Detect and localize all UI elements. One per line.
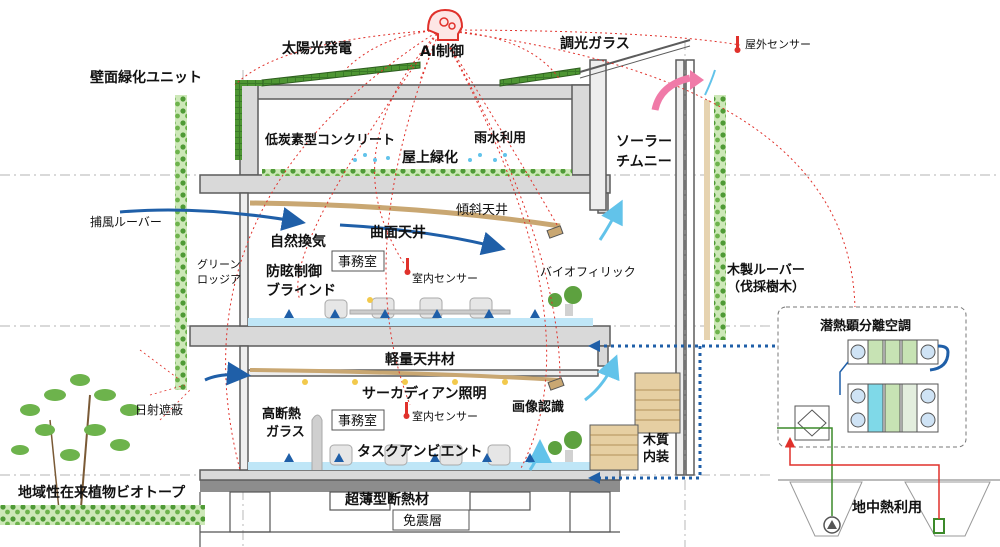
label-sun-shading: 日射遮蔽 <box>135 402 183 417</box>
updraft-arrows <box>527 199 623 471</box>
seismic-isolation-box <box>392 509 470 531</box>
label-solar-chimney-1: ソーラー <box>616 134 672 150</box>
label-outdoor-sensor: 屋外センサー <box>745 38 811 51</box>
office-upper-box <box>331 250 385 272</box>
lower-ceiling <box>249 368 561 382</box>
label-office-lower: 事務室 <box>338 413 377 429</box>
label-sloped-ceiling: 傾斜天井 <box>456 203 508 218</box>
biotope-trees <box>0 374 205 525</box>
labels: 太陽光発電 AI制御 調光ガラス 屋外センサー 壁面緑化ユニット 低炭素型コンク… <box>18 35 922 529</box>
label-indoor-sensor-lower: 室内センサー <box>412 409 478 423</box>
label-natural-ventilation: 自然換気 <box>270 233 326 250</box>
sun-shading-rays <box>139 349 191 421</box>
sloped-ceiling <box>249 200 561 229</box>
office-furniture-lower <box>311 414 511 470</box>
label-green-loggia-1: グリーン <box>197 257 240 271</box>
label-curved-ceiling: 曲面天井 <box>370 224 426 241</box>
ai-brain-icon <box>426 8 464 41</box>
label-wood-interior-2: 内装 <box>643 449 669 465</box>
thermometer-icon <box>404 258 411 275</box>
label-task-ambient: タスクアンビエント <box>357 444 482 460</box>
label-geothermal: 地中熱利用 <box>852 499 922 516</box>
label-dimming-glass: 調光ガラス <box>560 35 630 52</box>
label-glare-blind-2: ブラインド <box>266 282 336 299</box>
label-wood-interior-1: 木質 <box>642 432 669 448</box>
label-ultra-thin-insulation: 超薄型断熱材 <box>344 491 429 508</box>
solar-panels <box>235 39 691 160</box>
dimming-glass-roof <box>579 39 691 73</box>
label-rainwater: 雨水利用 <box>474 130 526 146</box>
label-light-ceiling: 軽量天井材 <box>385 351 455 368</box>
office-lower-box <box>331 409 385 431</box>
foundation <box>199 480 620 547</box>
label-office-upper: 事務室 <box>338 254 377 270</box>
camera-icon <box>546 225 564 239</box>
label-indoor-sensor-upper: 室内センサー <box>412 271 478 285</box>
thermometer-icon <box>734 36 741 53</box>
label-seismic-isolation: 免震層 <box>403 514 442 529</box>
label-wind-louver: 捕風ルーバー <box>90 214 162 229</box>
ai-control-links <box>225 29 856 471</box>
label-biotope: 地域性在来植物ビオトープ <box>18 484 186 501</box>
office-furniture-upper <box>324 297 511 319</box>
label-glare-blind-1: 防眩制御 <box>266 263 322 280</box>
duct-arrow <box>588 472 600 484</box>
camera-icon <box>547 377 565 391</box>
hvac-lower-unit <box>847 383 939 433</box>
floor-outlets <box>284 309 540 462</box>
label-green-wall: 壁面緑化ユニット <box>90 69 202 86</box>
label-circadian: サーカディアン照明 <box>362 385 486 402</box>
solar-chimney-exhaust-arrow <box>651 74 691 111</box>
label-biophilic: バイオフィリック <box>540 265 636 279</box>
hvac-upper-unit <box>847 339 939 365</box>
label-high-insulation-2: ガラス <box>266 425 305 440</box>
geothermal-section <box>777 427 1000 537</box>
supply-ducts <box>600 344 775 480</box>
underfloor-air <box>248 318 593 470</box>
wood-louver-panel <box>704 100 710 340</box>
label-green-loggia-2: ロッジア <box>197 273 241 286</box>
label-image-recognition: 画像認識 <box>512 399 564 415</box>
duct-arrow <box>588 340 600 352</box>
natural-ventilation-arrows <box>119 207 506 386</box>
label-latent-sensible: 潜熱顕分離空調 <box>820 318 911 334</box>
label-wood-louver-2: （伐採樹木） <box>727 279 805 295</box>
label-ai: AI制御 <box>420 43 464 60</box>
ground-heat-exchanger-icon <box>933 518 945 534</box>
label-high-insulation-1: 高断熱 <box>262 406 301 422</box>
roof-greenery <box>262 169 572 176</box>
label-solar-chimney-2: チムニー <box>616 154 672 170</box>
circadian-lights <box>302 297 508 385</box>
green-wall-right <box>714 95 726 340</box>
wood-interior-stairs <box>589 372 681 471</box>
label-roof-green: 屋上緑化 <box>402 149 458 166</box>
label-low-carbon-concrete: 低炭素型コンクリート <box>264 132 395 148</box>
green-wall-left <box>175 95 187 390</box>
label-wood-louver-1: 木製ルーバー <box>726 262 805 278</box>
thermometer-icon <box>403 402 410 419</box>
label-solar: 太陽光発電 <box>282 40 352 57</box>
hvac-unit-box <box>777 306 967 448</box>
rainwater-drops <box>353 153 507 162</box>
